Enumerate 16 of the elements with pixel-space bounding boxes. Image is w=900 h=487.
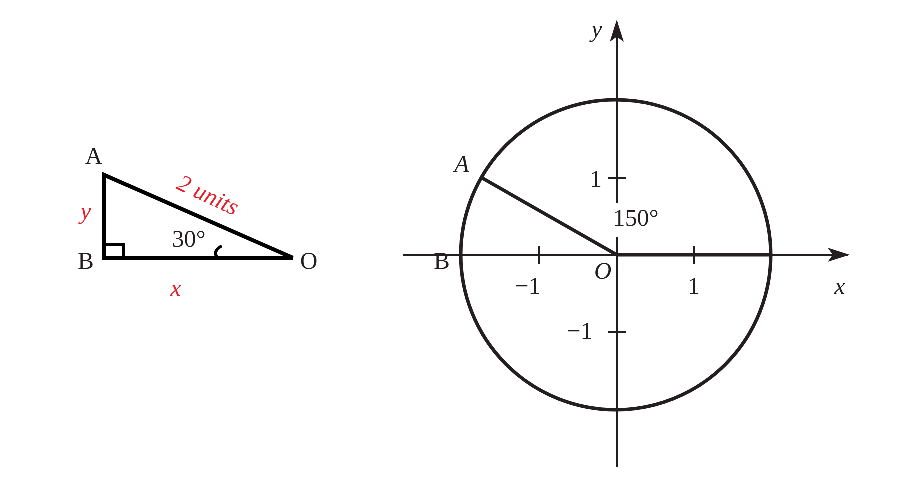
vertex-label: B [78, 250, 94, 274]
side-length-label: 2 units [174, 171, 242, 221]
axis-label: y [592, 18, 602, 42]
side-label: x [170, 277, 182, 301]
origin-label: O [594, 260, 612, 284]
side-label: y [80, 200, 92, 224]
vertex-label: A [85, 145, 103, 169]
tick-label: 1 [688, 275, 700, 299]
tick-label: −1 [567, 320, 593, 344]
angle-label: 150° [613, 207, 659, 231]
angle-label: 30° [172, 228, 206, 252]
point-label: A [454, 153, 470, 177]
axis-label: x [834, 275, 846, 299]
tick-label: 1 [590, 168, 602, 192]
vertex-label: O [300, 250, 318, 274]
tick-label: −1 [515, 275, 541, 299]
